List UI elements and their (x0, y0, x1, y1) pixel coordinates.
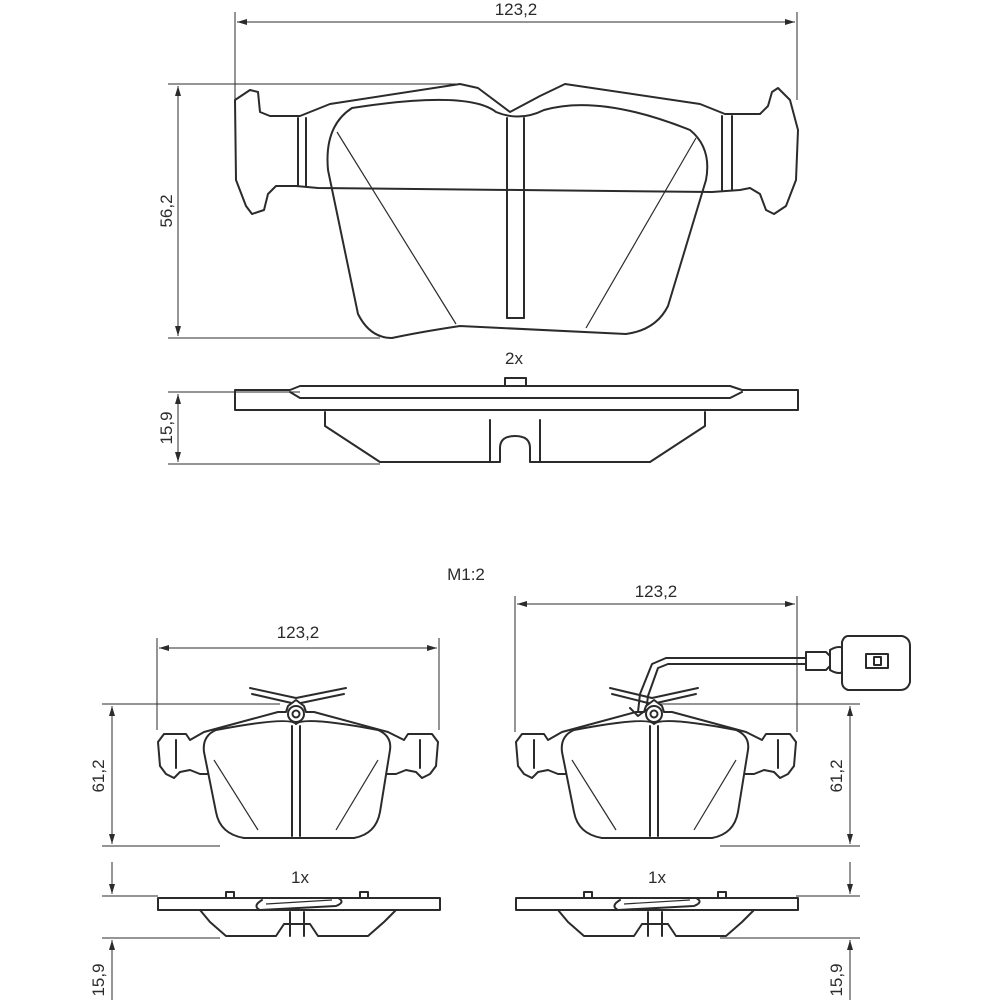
rear-right-quantity: 1x (648, 868, 666, 887)
front-pad-thickness-dimension: 15,9 (157, 391, 380, 465)
rear-right-face-view (515, 699, 797, 839)
rear-left-friction-material (202, 720, 392, 839)
front-pad-height-label: 56,2 (157, 194, 176, 227)
front-pad-face-view (234, 83, 799, 339)
rear-right-height-dimension: 61,2 (660, 703, 860, 847)
rear-right-height-label: 61,2 (827, 759, 846, 792)
front-pad-thickness-label: 15,9 (157, 411, 176, 444)
wear-sensor-connector (841, 635, 911, 691)
scale-label: M1:2 (447, 565, 485, 584)
rear-left-height-label: 61,2 (89, 759, 108, 792)
rear-right-wear-sensor (609, 635, 911, 713)
rear-left-width-label: 123,2 (277, 623, 320, 642)
rear-right-width-label: 123,2 (635, 582, 678, 601)
front-pad-width-dimension: 123,2 (234, 0, 798, 100)
rear-right-friction-material (560, 720, 750, 839)
rear-right-thickness-label: 15,9 (827, 963, 846, 996)
front-pad-quantity: 2x (505, 349, 523, 368)
front-pad-width-label: 123,2 (495, 0, 538, 19)
front-pad-height-dimension: 56,2 (157, 83, 460, 339)
front-pad-side-view (234, 377, 799, 463)
rear-left-height-dimension: 61,2 (89, 703, 280, 847)
rear-left-side-view (157, 891, 441, 937)
rear-left-width-dimension: 123,2 (156, 623, 440, 730)
rear-left-face-view (157, 687, 439, 839)
rear-left-thickness-dimension: 15,9 (89, 862, 220, 1000)
rear-right-side-view (515, 891, 799, 937)
rear-left-quantity: 1x (291, 868, 309, 887)
front-pad-backing-plate (234, 83, 799, 215)
front-pad-friction-material (326, 98, 709, 339)
rear-right-thickness-dimension: 15,9 (720, 862, 860, 1000)
rear-left-thickness-label: 15,9 (89, 963, 108, 996)
